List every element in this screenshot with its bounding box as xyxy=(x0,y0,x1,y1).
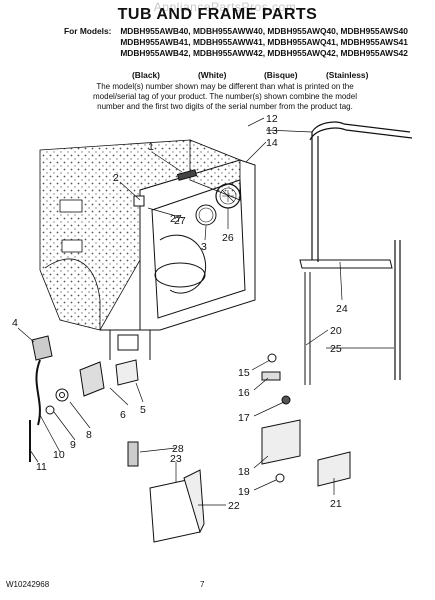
model-number: MDBH955AWQ41, xyxy=(267,37,339,47)
model-number: MDBH955AWW40, xyxy=(192,26,266,36)
callout-3: 3 xyxy=(201,241,207,253)
model-number: MDBH955AWW41, xyxy=(192,37,266,47)
callout-17: 17 xyxy=(238,412,250,424)
tub-frame xyxy=(100,159,256,360)
callout-6: 6 xyxy=(120,409,126,421)
color-white: (White) xyxy=(198,70,227,80)
page-number: 7 xyxy=(200,580,205,589)
callout-19: 19 xyxy=(238,486,250,498)
models-label: For Models: xyxy=(64,26,112,36)
model-number: MDBH955AWS41 xyxy=(340,37,408,47)
callout-14: 14 xyxy=(266,137,278,149)
model-number: MDBH955AWB42, xyxy=(120,48,191,58)
left-small-parts xyxy=(29,335,139,462)
callout-13: 13 xyxy=(266,125,278,137)
model-number: MDBH955AWB40, xyxy=(120,26,191,36)
lower-brackets xyxy=(127,441,205,543)
model-number: MDBH955AWW42, xyxy=(192,48,266,58)
callout-12: 12 xyxy=(266,113,278,125)
models-row: MDBH955AWB41, MDBH955AWW41, MDBH955AWQ41… xyxy=(64,37,408,48)
callout-10: 10 xyxy=(53,449,65,461)
model-number: MDBH955AWQ42, xyxy=(267,48,339,58)
callout-28: 28 xyxy=(172,443,184,455)
callout-15: 15 xyxy=(238,367,250,379)
model-number: MDBH955AWB41, xyxy=(120,37,191,47)
model-number: MDBH955AWS42 xyxy=(340,48,408,58)
models-row: For Models: MDBH955AWB40, MDBH955AWW40, … xyxy=(64,26,408,37)
callout-22: 22 xyxy=(228,500,240,512)
model-note: The model(s) number shown may be differe… xyxy=(60,82,390,112)
color-stainless: (Stainless) xyxy=(326,70,369,80)
callout-21: 21 xyxy=(330,498,342,510)
callout-5: 5 xyxy=(140,404,146,416)
callout-2: 2 xyxy=(113,172,119,184)
model-number: MDBH955AWS40 xyxy=(340,26,408,36)
callout-8: 8 xyxy=(86,429,92,441)
leader-lines xyxy=(17,117,394,506)
color-black: (Black) xyxy=(132,70,160,80)
callout-26: 26 xyxy=(222,232,234,244)
callout-18: 18 xyxy=(238,466,250,478)
color-bisque: (Bisque) xyxy=(264,70,298,80)
callout-11: 11 xyxy=(36,461,47,473)
exploded-parts-diagram: 1 2 3 4 5 6 27 8 9 10 11 12 13 14 15 16 … xyxy=(12,113,413,543)
callout-7: 27 xyxy=(170,213,182,225)
watermark: AppliancePartsPros.com xyxy=(153,0,297,14)
model-number: MDBH955AWQ40, xyxy=(267,26,339,36)
callout-24: 24 xyxy=(336,303,348,315)
models-row: MDBH955AWB42, MDBH955AWW42, MDBH955AWQ42… xyxy=(64,48,408,59)
callout-9: 9 xyxy=(70,439,76,451)
callout-23: 23 xyxy=(170,453,182,465)
note-line: model/serial tag of your product. The nu… xyxy=(93,92,357,101)
note-line: number and the first two digits of the s… xyxy=(97,102,353,111)
models-block: For Models: MDBH955AWB40, MDBH955AWW40, … xyxy=(64,26,408,59)
callout-1: 1 xyxy=(148,141,154,153)
page-title: TUB AND FRAME PARTS xyxy=(117,6,318,23)
side-strips xyxy=(299,240,401,385)
callout-20: 20 xyxy=(330,325,342,337)
callout-4: 4 xyxy=(12,317,18,329)
tub-top-strip xyxy=(133,169,198,207)
callout-16: 16 xyxy=(238,387,250,399)
tub-gasket xyxy=(309,121,413,262)
callout-labels: 1 2 3 4 5 6 27 8 9 10 11 12 13 14 15 16 … xyxy=(12,113,348,512)
callout-25: 25 xyxy=(330,343,342,355)
callout-27: 27 xyxy=(174,215,186,227)
right-small-parts xyxy=(261,353,351,487)
vent-assembly xyxy=(195,183,241,226)
note-line: The model(s) number shown may be differe… xyxy=(96,82,354,91)
doc-number: W10242968 xyxy=(6,580,50,589)
